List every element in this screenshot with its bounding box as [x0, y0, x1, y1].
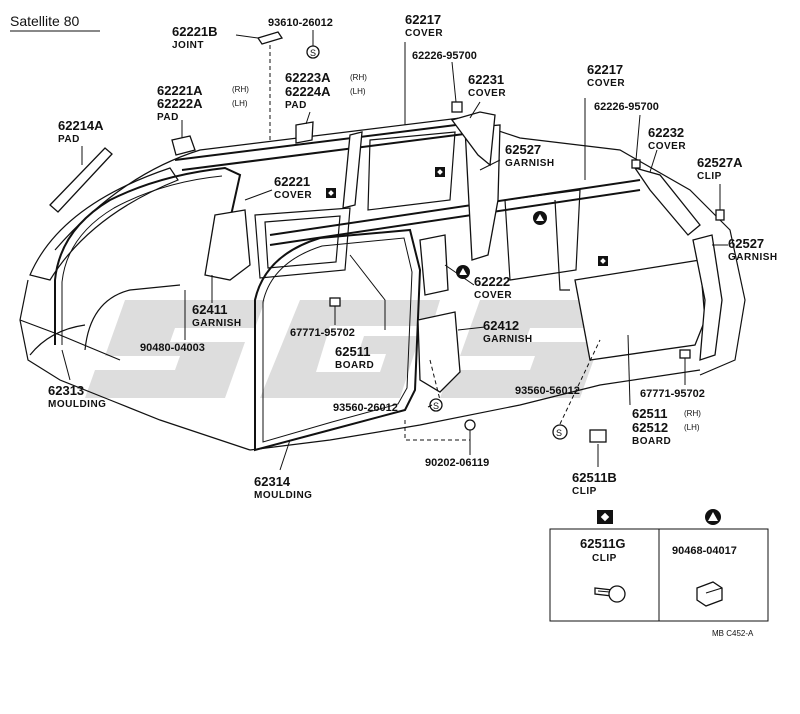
label-62217a-name: COVER: [405, 28, 443, 39]
callouts: 62221B JOINT 93610-26012 62217 COVER 622…: [48, 12, 778, 501]
label-62527A-number: 62527A: [697, 155, 743, 170]
label-62222A-qual: (LH): [232, 99, 248, 108]
label-62217b-name: COVER: [587, 78, 625, 89]
label-62511RH-number: 62511: [632, 406, 667, 421]
label-62411-number: 62411: [192, 302, 227, 317]
label-62221-name: COVER: [274, 190, 312, 201]
label-67771a-number: 67771-95702: [290, 327, 355, 339]
label-62411-name: GARNISH: [192, 318, 242, 329]
label-62511B-name: CLIP: [572, 486, 597, 497]
legend-box: 62511G CLIP 90468-04017: [549, 509, 769, 622]
label-62226a-number: 62226-95700: [412, 50, 477, 62]
label-62231-number: 62231: [468, 72, 504, 87]
label-62313-name: MOULDING: [48, 399, 106, 410]
label-62217a-number: 62217: [405, 12, 441, 27]
label-62314-number: 62314: [254, 474, 291, 489]
legend-90468-number: 90468-04017: [672, 545, 737, 557]
label-93610-number: 93610-26012: [268, 17, 333, 29]
legend-62511G-name: CLIP: [592, 553, 617, 564]
label-62226b-number: 62226-95700: [594, 101, 659, 113]
label-62527b-number: 62527: [728, 236, 764, 251]
vehicle-body: [19, 31, 746, 452]
label-62224A-qual: (LH): [350, 87, 366, 96]
label-62511-name: BOARD: [335, 360, 374, 371]
diagram-code: MB C452-A: [712, 629, 754, 638]
leader-lines: [61, 30, 728, 471]
label-62222A-number: 62222A: [157, 96, 203, 111]
screw-s-icon-2: [429, 398, 443, 412]
legend-62511G-number: 62511G: [580, 536, 626, 551]
label-62313-number: 62313: [48, 383, 84, 398]
label-62512LH-qual: (LH): [684, 423, 700, 432]
label-93560a-number: 93560-26012: [333, 402, 398, 414]
label-62224A-number: 62224A: [285, 84, 331, 99]
label-67771b-number: 67771-95702: [640, 388, 705, 400]
label-62527b-name: GARNISH: [728, 252, 778, 263]
label-62232-number: 62232: [648, 125, 684, 140]
markers: [326, 167, 608, 279]
label-62221B-number: 62221B: [172, 24, 218, 39]
screw-s-label-2: S: [433, 401, 439, 411]
label-62412-name: GARNISH: [483, 334, 533, 345]
label-90480-number: 90480-04003: [140, 342, 205, 354]
bolt-icon: [464, 419, 476, 431]
label-62412-number: 62412: [483, 318, 519, 333]
label-62222-name: COVER: [474, 290, 512, 301]
label-62511-number: 62511: [335, 344, 370, 359]
clip-90468-drawing: [696, 581, 723, 607]
label-62222-number: 62222: [474, 274, 510, 289]
label-62232-name: COVER: [648, 141, 686, 152]
label-62221-number: 62221: [274, 174, 310, 189]
label-62512LH-number: 62512: [632, 420, 668, 435]
label-62527-name: GARNISH: [505, 158, 555, 169]
label-62214A-name: PAD: [58, 134, 80, 145]
fasteners: S S S: [306, 45, 725, 443]
clip-62511B-icon: [589, 429, 607, 443]
clip-67771-icon-1: [329, 297, 341, 307]
label-62314-name: MOULDING: [254, 490, 312, 501]
model-title: Satellite 80: [10, 13, 79, 29]
clip-67771-icon-2: [679, 349, 691, 359]
label-62511RH-qual: (RH): [684, 409, 701, 418]
label-62224A-name: PAD: [285, 100, 307, 111]
label-90202-number: 90202-06119: [425, 457, 489, 469]
clip-62226-icon-1: [451, 101, 463, 113]
label-62231-name: COVER: [468, 88, 506, 99]
clip-62527A-icon: [715, 209, 725, 221]
label-62512LH-name: BOARD: [632, 436, 671, 447]
label-93560b-number: 93560-56012: [515, 385, 580, 397]
watermark: [85, 300, 620, 398]
label-62221A-qual: (RH): [232, 85, 249, 94]
clip-62226-icon-2: [631, 159, 641, 169]
label-62527-number: 62527: [505, 142, 541, 157]
screw-s-icon-3: [552, 424, 568, 440]
label-62223A-number: 62223A: [285, 70, 331, 85]
label-62214A-number: 62214A: [58, 118, 104, 133]
label-62222A-name: PAD: [157, 112, 179, 123]
label-62527A-name: CLIP: [697, 171, 722, 182]
label-62217b-number: 62217: [587, 62, 623, 77]
clip-62511G-drawing: [594, 585, 626, 603]
label-62221B-name: JOINT: [172, 40, 204, 51]
screw-s-label-3: S: [556, 428, 562, 438]
label-62221A-number: 62221A: [157, 83, 203, 98]
screw-s-label-1: S: [310, 48, 316, 58]
label-62223A-qual: (RH): [350, 73, 367, 82]
label-62511B-number: 62511B: [572, 470, 617, 485]
